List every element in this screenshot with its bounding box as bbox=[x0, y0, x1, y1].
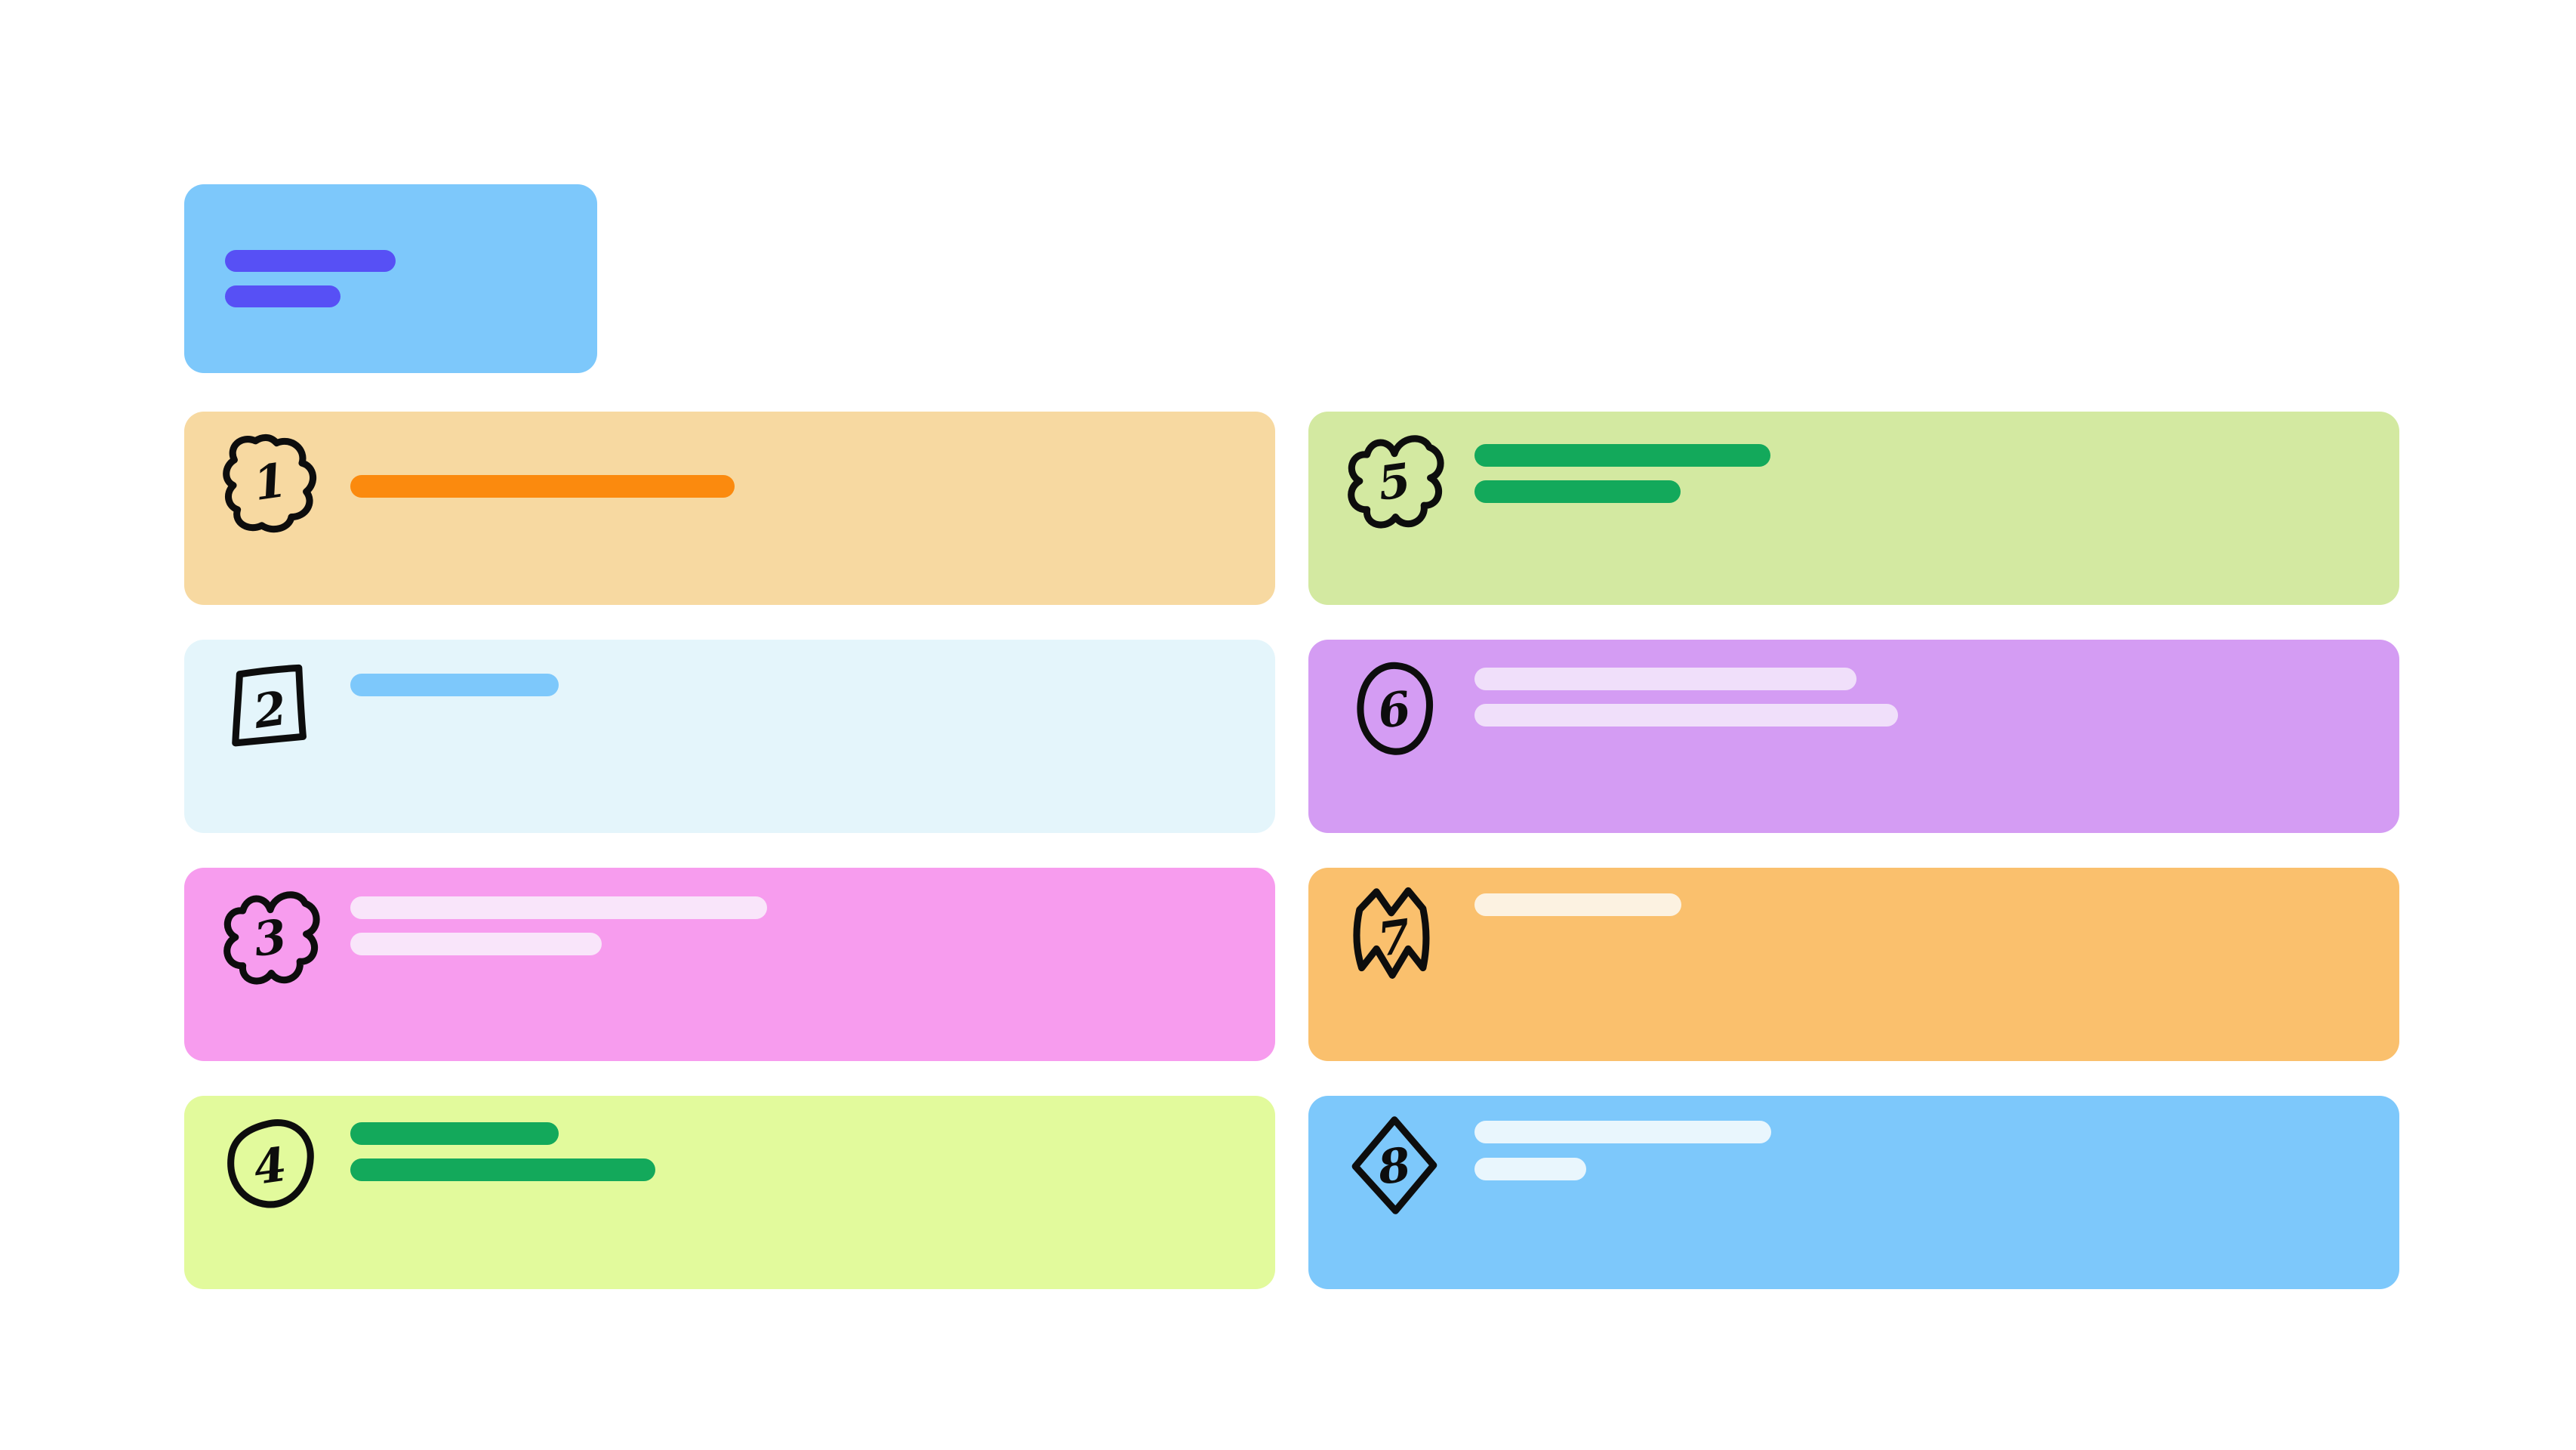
cloud-badge-icon: 1 bbox=[223, 433, 316, 533]
text-placeholder-bar bbox=[1474, 704, 1898, 727]
text-placeholder-bar bbox=[1474, 668, 1857, 690]
card-8[interactable]: 8 bbox=[1308, 1096, 2399, 1289]
card-number: 5 bbox=[1374, 452, 1414, 511]
text-placeholder-bar bbox=[1474, 1158, 1586, 1180]
title-text-placeholder-bar bbox=[225, 285, 340, 307]
title-text-placeholder-bar bbox=[225, 250, 396, 272]
text-placeholder-bar bbox=[350, 475, 735, 498]
card-5[interactable]: 5 bbox=[1308, 412, 2399, 605]
text-placeholder-bar bbox=[1474, 893, 1681, 916]
square-badge-icon: 2 bbox=[232, 664, 307, 747]
text-placeholder-bar bbox=[350, 1122, 559, 1145]
diamond-badge-icon: 8 bbox=[1351, 1116, 1437, 1214]
card-6[interactable]: 6 bbox=[1308, 640, 2399, 833]
card-number: 7 bbox=[1374, 909, 1414, 967]
card-1[interactable]: 1 bbox=[184, 412, 1275, 605]
text-placeholder-bar bbox=[350, 1158, 655, 1181]
cards-grid: 1 2 3 4 5 6 7 8 bbox=[184, 412, 2399, 1289]
card-number: 4 bbox=[250, 1137, 290, 1195]
text-placeholder-bar bbox=[1474, 480, 1681, 503]
card-number: 6 bbox=[1374, 680, 1414, 739]
header-card bbox=[184, 184, 597, 373]
card-number: 3 bbox=[250, 909, 290, 967]
card-number: 8 bbox=[1373, 1137, 1414, 1195]
clover-badge-icon: 3 bbox=[223, 891, 320, 985]
card-3[interactable]: 3 bbox=[184, 868, 1275, 1061]
oval-badge-icon: 6 bbox=[1357, 662, 1434, 755]
text-placeholder-bar bbox=[350, 933, 602, 955]
card-4[interactable]: 4 bbox=[184, 1096, 1275, 1289]
text-placeholder-bar bbox=[350, 896, 767, 919]
text-placeholder-bar bbox=[1474, 444, 1770, 467]
card-2[interactable]: 2 bbox=[184, 640, 1275, 833]
text-placeholder-bar bbox=[1474, 1121, 1771, 1143]
card-number: 1 bbox=[250, 452, 290, 511]
card-7[interactable]: 7 bbox=[1308, 868, 2399, 1061]
clover-badge-icon: 5 bbox=[1348, 435, 1444, 529]
card-number: 2 bbox=[249, 680, 290, 739]
zigzag-badge-icon: 7 bbox=[1353, 887, 1430, 979]
circle-badge-icon: 4 bbox=[227, 1119, 314, 1208]
text-placeholder-bar bbox=[350, 674, 559, 696]
